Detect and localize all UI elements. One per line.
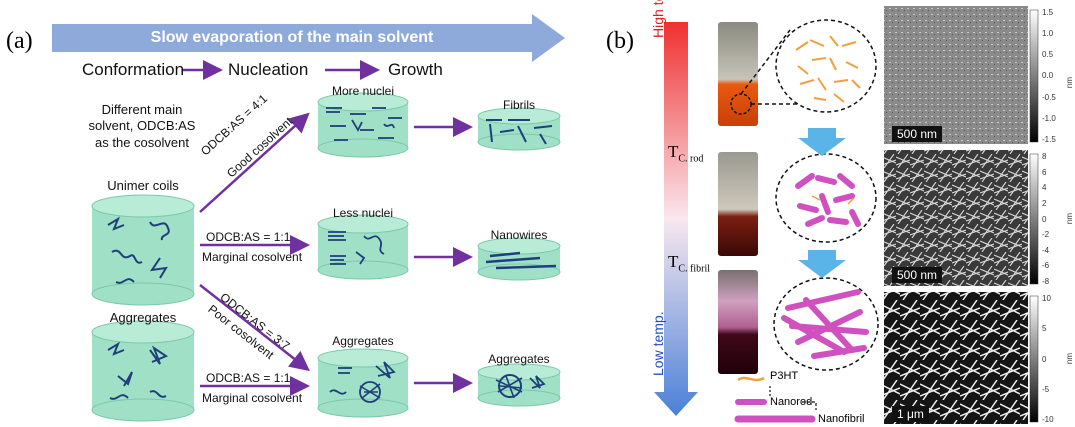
down-arrow-2 xyxy=(798,250,846,278)
cb2-tick: 4 xyxy=(1042,183,1047,193)
arrow-marginal-1-ratio: ODCB:AS = 1:1 xyxy=(206,230,291,244)
cylinder-aggregates-right xyxy=(477,363,561,407)
banner-text: Slow evaporation of the main solvent xyxy=(150,29,434,46)
cylinder-unimer xyxy=(91,194,195,306)
cb1-tick: 1.0 xyxy=(1042,29,1054,39)
less-nuclei-label: Less nuclei xyxy=(332,206,394,220)
scale-bar-1: 500 nm xyxy=(892,126,943,142)
stage-nucleation: Nucleation xyxy=(228,60,309,79)
arrow-good xyxy=(199,112,310,213)
more-nuclei-label: More nuclei xyxy=(331,84,395,98)
colorbar-1-ticks: 1.5 1.0 0.5 0.0 -0.5 -1.0 -1.5 xyxy=(1042,8,1066,144)
cb2-tick: -6 xyxy=(1042,261,1050,271)
cb1-tick: -0.5 xyxy=(1042,92,1056,102)
colorbar-2 xyxy=(1029,153,1039,285)
ellipse-nanofibril xyxy=(773,277,879,371)
cb2-tick: -4 xyxy=(1042,245,1050,255)
cylinder-aggregates-left xyxy=(91,320,195,422)
cb2-tick: 0 xyxy=(1042,214,1047,224)
description-line-2: solvent, ODCB:AS xyxy=(88,118,196,134)
colorbar-3-unit: nm xyxy=(1065,352,1075,365)
panel-a-label: (a) xyxy=(6,28,33,54)
cylinder-more-nuclei xyxy=(317,92,409,158)
stage-conformation: Conformation xyxy=(82,60,185,79)
afm-image-3 xyxy=(884,292,1028,424)
t-c-rod: TC. rod xyxy=(668,142,703,164)
panel-b-label: (b) xyxy=(606,28,634,54)
cb1-tick: 0.0 xyxy=(1042,71,1054,81)
high-temp-text: High temp. xyxy=(650,0,666,38)
unimer-label: Unimer coils xyxy=(107,178,179,193)
vial-3 xyxy=(718,270,758,374)
temperature-arrow xyxy=(654,22,698,416)
legend-p3ht-glyph xyxy=(737,376,765,382)
legend-nanorod-label: Nanorod xyxy=(770,396,813,408)
cb3-tick: 10 xyxy=(1042,294,1051,303)
high-temp-label: High temp. xyxy=(650,0,668,38)
ellipse-nanorod xyxy=(775,153,877,243)
cylinder-nanowires xyxy=(477,237,561,281)
cb2-tick: -2 xyxy=(1042,230,1050,240)
banner-arrow xyxy=(52,14,565,62)
arrow-marginal-1-quality: Marginal cosolvent xyxy=(202,250,303,264)
cb2-tick: 2 xyxy=(1042,198,1047,208)
colorbar-1-unit: nm xyxy=(1065,76,1075,89)
afm-image-1 xyxy=(884,6,1028,144)
cb2-tick: -8 xyxy=(1042,277,1050,286)
vial-2 xyxy=(718,152,758,256)
t-c-rod-main: T xyxy=(668,142,679,161)
aggregates-right-label: Aggregates xyxy=(488,352,550,366)
colorbar-3 xyxy=(1029,295,1039,423)
cb2-tick: 8 xyxy=(1042,152,1047,161)
legend-p3ht-label: P3HT xyxy=(770,370,799,382)
vial-1 xyxy=(718,22,758,126)
arrow-marginal-2-quality: Marginal cosolvent xyxy=(202,391,303,405)
legend-nanofibril-label: Nanofibril xyxy=(818,413,865,425)
colorbar-2-ticks: 8 6 4 2 0 -2 -4 -6 -8 xyxy=(1042,152,1064,286)
cb1-tick: -1.0 xyxy=(1042,113,1056,123)
ellipse-p3ht xyxy=(775,19,877,113)
cylinder-fibrils xyxy=(477,107,561,151)
arrow-poor xyxy=(199,284,310,372)
cb3-tick: -10 xyxy=(1042,415,1054,424)
cb1-tick: 1.5 xyxy=(1042,8,1054,17)
colorbar-2-unit: nm xyxy=(1065,212,1075,225)
aggregates-middle-label: Aggregates xyxy=(332,334,394,348)
t-c-fibril: TC. fibril xyxy=(668,252,710,274)
arrow-marginal-2-ratio: ODCB:AS = 1:1 xyxy=(206,371,291,385)
cb3-tick: -5 xyxy=(1042,384,1050,394)
cb2-tick: 6 xyxy=(1042,167,1047,177)
description-line-1: Different main xyxy=(101,102,183,117)
scale-bar-3: 1 μm xyxy=(892,406,929,422)
description-line-3: as the cosolvent xyxy=(95,134,189,150)
low-temp-text: Low temp. xyxy=(650,311,666,376)
colorbar-1 xyxy=(1029,9,1039,143)
t-c-fibril-sub: C. fibril xyxy=(678,263,711,275)
description: Different main solvent, ODCB:AS as the c… xyxy=(72,102,212,151)
nanowires-label: Nanowires xyxy=(490,228,548,242)
scale-bar-2: 500 nm xyxy=(892,267,943,283)
cb3-tick: 5 xyxy=(1042,324,1047,334)
fibrils-label: Fibrils xyxy=(503,98,535,112)
cb1-tick: 0.5 xyxy=(1042,50,1054,60)
cb1-tick: -1.5 xyxy=(1042,134,1056,144)
colorbar-3-ticks: 10 5 0 -5 -10 xyxy=(1042,294,1064,424)
cylinder-aggregates-middle xyxy=(317,348,409,418)
low-temp-label: Low temp. xyxy=(650,266,668,376)
t-c-fibril-main: T xyxy=(668,252,679,271)
afm-image-2 xyxy=(884,150,1028,286)
stage-growth: Growth xyxy=(388,60,443,79)
aggregates-left-label: Aggregates xyxy=(109,310,177,325)
down-arrow-1 xyxy=(798,128,846,156)
cylinder-less-nuclei xyxy=(317,214,409,280)
cb3-tick: 0 xyxy=(1042,354,1047,364)
t-c-rod-sub: C. rod xyxy=(678,153,704,165)
